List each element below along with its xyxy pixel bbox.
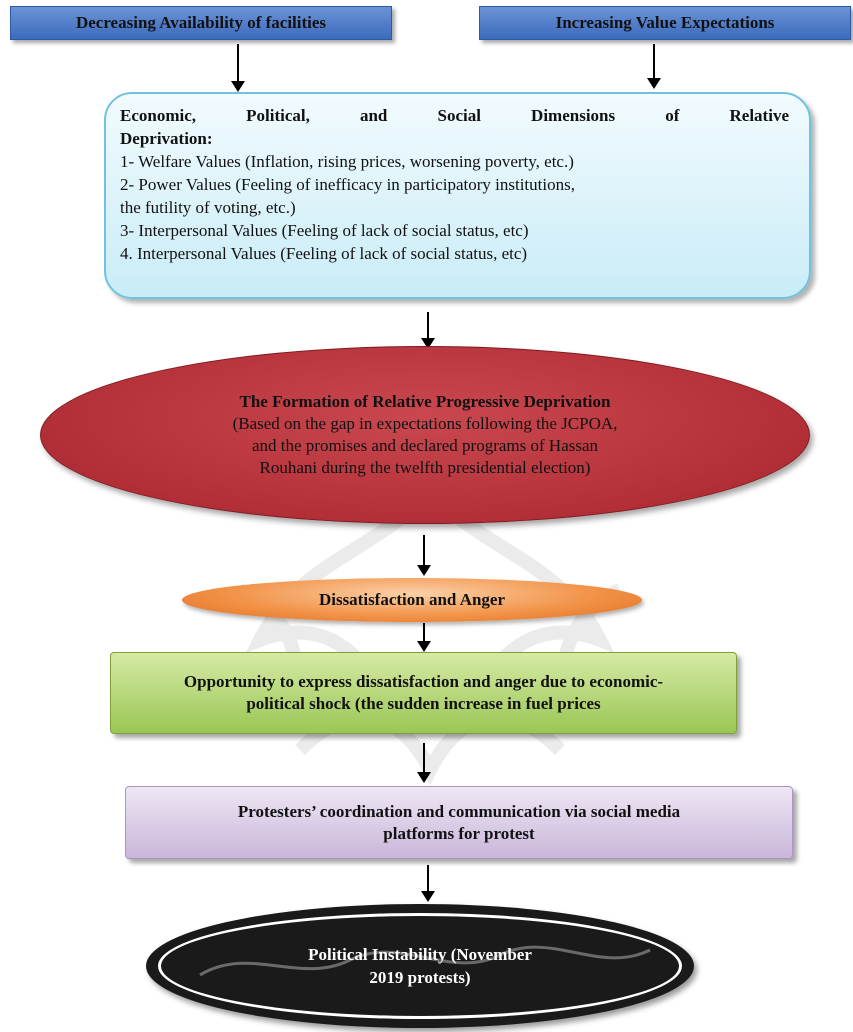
instability-line1: Political Instability (November bbox=[308, 945, 532, 964]
dimension-item-interpersonal-a: 3- Interpersonal Values (Feeling of lack… bbox=[120, 221, 529, 240]
dimension-item-power-line2: the futility of voting, etc.) bbox=[120, 198, 296, 217]
formation-line1: (Based on the gap in expectations follow… bbox=[232, 414, 618, 433]
arrow-down-icon bbox=[421, 865, 435, 902]
arrow-down-icon bbox=[647, 44, 661, 89]
decreasing-availability-box: Decreasing Availability of facilities bbox=[10, 6, 392, 40]
dimension-item-power-line1: 2- Power Values (Feeling of inefficacy i… bbox=[120, 175, 575, 194]
dissatisfaction-label: Dissatisfaction and Anger bbox=[318, 590, 506, 609]
arrow-down-icon bbox=[417, 743, 431, 783]
opportunity-line2: political shock (the sudden increase in … bbox=[246, 694, 601, 713]
dissatisfaction-ellipse: Dissatisfaction and Anger bbox=[182, 578, 642, 622]
increasing-expectations-box: Increasing Value Expectations bbox=[479, 6, 851, 40]
dimension-item-welfare: 1- Welfare Values (Inflation, rising pri… bbox=[120, 152, 574, 171]
arrow-down-icon bbox=[421, 312, 435, 349]
opportunity-line1: Opportunity to express dissatisfaction a… bbox=[183, 672, 664, 691]
coordination-box: Protesters’ coordination and communicati… bbox=[125, 786, 793, 859]
formation-ellipse: The Formation of Relative Progressive De… bbox=[40, 346, 810, 524]
formation-title: The Formation of Relative Progressive De… bbox=[239, 392, 611, 411]
increasing-expectations-label: Increasing Value Expectations bbox=[555, 13, 775, 32]
instability-label: Political Instability (November 2019 pro… bbox=[158, 913, 682, 1019]
formation-line3: Rouhani during the twelfth presidential … bbox=[259, 458, 591, 477]
arrow-down-icon bbox=[417, 623, 431, 652]
arrow-down-icon bbox=[231, 44, 245, 92]
opportunity-box: Opportunity to express dissatisfaction a… bbox=[110, 652, 737, 734]
dimensions-heading-line1: Economic, Political, and Social Dimensio… bbox=[120, 106, 789, 125]
arrow-down-icon bbox=[417, 535, 431, 576]
decreasing-availability-label: Decreasing Availability of facilities bbox=[75, 13, 327, 32]
instability-line2: 2019 protests) bbox=[369, 968, 471, 987]
dimensions-heading-line2: Deprivation: bbox=[120, 129, 213, 148]
instability-ring bbox=[158, 913, 682, 1019]
coordination-line2: platforms for protest bbox=[383, 823, 535, 843]
coordination-line1: Protesters’ coordination and communicati… bbox=[237, 801, 681, 821]
deprivation-dimensions-box: Economic, Political, and Social Dimensio… bbox=[104, 92, 811, 299]
dimension-item-interpersonal-b: 4. Interpersonal Values (Feeling of lack… bbox=[120, 244, 528, 263]
instability-watermark-script bbox=[199, 945, 651, 977]
formation-line2: and the promises and declared programs o… bbox=[251, 436, 599, 455]
